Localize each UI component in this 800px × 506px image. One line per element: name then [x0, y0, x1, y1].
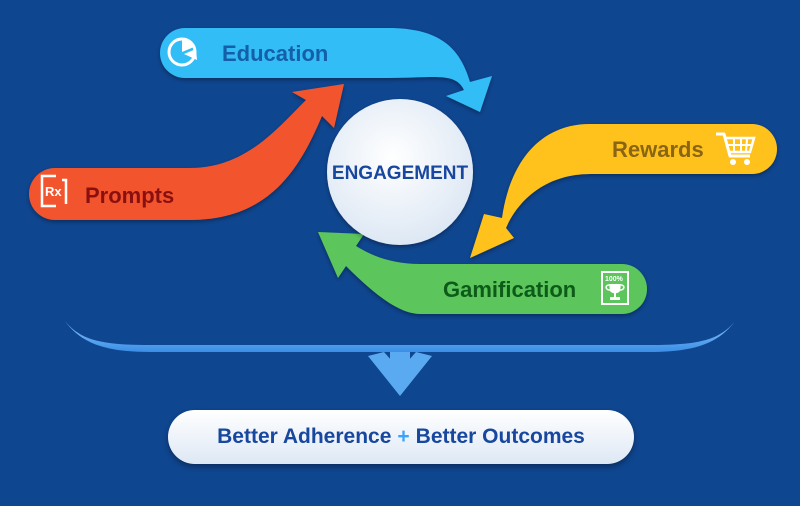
prompts-label: Prompts — [85, 183, 174, 208]
bracket-shape — [64, 320, 736, 352]
gamification-arrow — [318, 232, 647, 314]
education-arrow — [160, 28, 493, 112]
education-arrow-shape — [160, 28, 493, 112]
prompts-arrow-shape — [29, 84, 345, 220]
engagement-circle — [327, 99, 473, 245]
trophy-certificate-percent: 100% — [605, 276, 624, 283]
rewards-arrow — [470, 124, 777, 258]
down-arrow-stem — [390, 352, 410, 376]
rewards-arrow-shape — [470, 124, 777, 258]
rewards-label: Rewards — [612, 137, 704, 162]
outcome-banner: Better Adherence + Better Outcomes — [168, 410, 634, 464]
pie-chart-icon — [167, 37, 197, 67]
prescription-icon: Rx — [40, 174, 68, 208]
trophy-certificate-icon: 100% — [601, 271, 629, 305]
prompts-arrow — [29, 84, 345, 220]
education-label: Education — [222, 41, 328, 66]
outcome-part1: Better Adherence — [217, 425, 392, 448]
outcome-part2: Better Outcomes — [415, 425, 585, 448]
gamification-arrow-shape — [318, 232, 647, 314]
outcome-plus: + — [397, 425, 410, 448]
engagement-label: ENGAGEMENT — [332, 163, 469, 184]
svg-text:Rx: Rx — [45, 184, 62, 199]
gamification-label: Gamification — [443, 277, 576, 302]
shopping-cart-icon — [716, 132, 756, 165]
